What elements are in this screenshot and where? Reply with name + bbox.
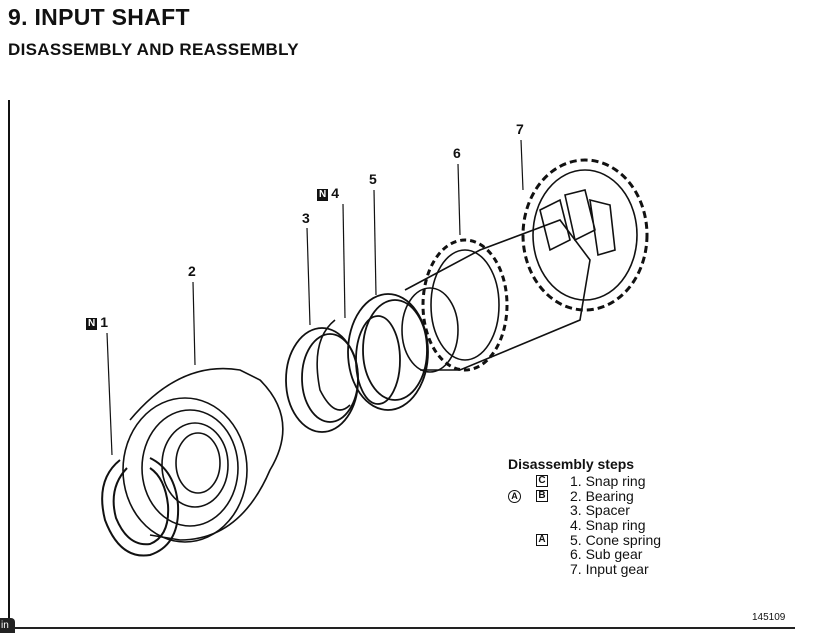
leader-lines: [106, 139, 524, 456]
bearing-part: [122, 367, 284, 543]
step-item: 6. Sub gear: [508, 547, 661, 562]
input-gear-part: [521, 158, 649, 312]
step-item: 4. Snap ring: [508, 518, 661, 533]
step-label: 1. Snap ring: [570, 473, 646, 489]
page-subtitle: DISASSEMBLY AND REASSEMBLY: [8, 40, 299, 59]
step-label: 7. Input gear: [570, 561, 649, 578]
disassembly-steps: Disassembly steps C 1. Snap ring A B 2. Bea…: [508, 456, 661, 577]
new-part-badge: N: [86, 318, 98, 330]
cone-spring-part: [347, 293, 429, 411]
callout-3: 3: [302, 210, 310, 226]
steps-title: Disassembly steps: [508, 456, 635, 472]
step-item: 3. Spacer: [508, 503, 661, 518]
circle-mark: A: [508, 489, 521, 503]
figure-number: 145109: [752, 612, 786, 623]
callout-6: 6: [453, 145, 461, 161]
step-label: 5. Cone spring: [570, 531, 662, 548]
spacer-part: [285, 327, 359, 433]
snap-ring-1-part: [101, 457, 180, 557]
procedure-mark: C: [536, 475, 548, 487]
step-item: C 1. Snap ring: [508, 474, 661, 489]
new-part-badge: N: [317, 189, 329, 201]
callout-number: 1: [100, 314, 109, 330]
frame-line-left: [8, 100, 10, 630]
callout-5: 5: [369, 171, 377, 187]
step-label: 2. Bearing: [570, 487, 634, 504]
callout-number: 4: [331, 185, 340, 201]
callout-2: 2: [188, 263, 196, 279]
procedure-mark: A: [536, 533, 548, 546]
step-label: 3. Spacer: [570, 502, 630, 519]
step-item: A 5. Cone spring: [508, 531, 662, 548]
callout-7: 7: [516, 121, 524, 137]
frame-line-bottom: [8, 627, 795, 629]
step-item: 7. Input gear: [508, 562, 661, 577]
corner-badge: in: [0, 618, 15, 633]
procedure-mark: B: [536, 489, 548, 502]
sub-gear-part: [401, 219, 591, 373]
snap-ring-4-part: [316, 319, 351, 411]
page-title: 9. INPUT SHAFT: [8, 4, 190, 30]
step-label: 6. Sub gear: [570, 546, 643, 563]
step-item: A B 2. Bearing: [508, 487, 661, 504]
step-label: 4. Snap ring: [570, 517, 646, 534]
